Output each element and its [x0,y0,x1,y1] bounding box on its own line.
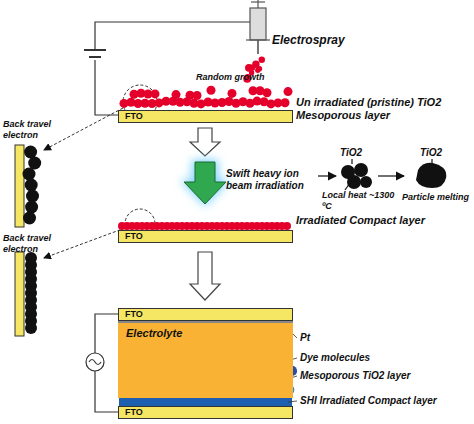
hollow-arrow [190,128,220,300]
spray-droplet [257,66,263,72]
electrolyte-region: Electrolyte [118,323,293,398]
cluster [360,176,372,188]
tio2-particle [193,91,202,100]
tio2-particle [281,98,290,107]
inset-particle [26,190,39,203]
inset-frames [15,252,24,336]
spray-droplet [259,57,265,63]
syringe [257,0,258,8]
process-arrows [318,175,336,176]
label: Mesoporous TiO2 layer [300,370,450,382]
node-text: FTO [125,407,286,418]
label: Random growth [196,72,286,83]
particles [23,57,298,398]
tio2-particle [151,89,160,98]
label: Swift heavy ion beam irradiation [226,168,318,192]
label: Particle melting [402,192,472,203]
tio2-particle [263,88,272,97]
cluster [354,163,368,177]
inset-particle [23,212,36,225]
cluster [341,163,446,189]
ion-beam-arrow [180,160,230,206]
node-text: FTO [125,111,286,122]
cluster [416,163,446,188]
inset-particle [25,201,38,214]
tio2-particle [284,87,293,96]
inset-particle [28,157,41,170]
process-arrows [318,159,432,190]
dashed-callouts [44,228,125,258]
leader-lines [288,401,297,402]
node-text: FTO [125,309,286,320]
wire [84,49,106,51]
label: Back travel electron [3,233,65,255]
label: Dye molecules [300,352,420,364]
syringe [246,0,270,54]
hollow-arrow [190,128,220,156]
label: Back travel electron [3,119,65,141]
process-arrows [378,175,404,176]
ac-source [95,314,118,353]
syringe [250,8,266,40]
ac-source [86,314,118,412]
ac-source [86,353,104,371]
spray-droplet [245,64,253,72]
hollow-arrow [190,252,220,300]
inset-frames [15,145,24,227]
cluster [347,175,361,189]
node-text: Electrolyte [126,327,285,340]
fto-plate: FTO [118,308,293,321]
label: TiO2 [420,147,460,159]
fto-plate: FTO [118,406,293,419]
wire [95,60,118,115]
ac-source [89,360,101,365]
compact-layer-cell [119,398,292,406]
ion-beam-arrow [184,162,226,204]
tio2-particle [207,86,216,95]
label: TiO2 [340,147,380,159]
compact-particle [283,222,291,230]
inset-particle [25,322,37,334]
label: Irradiated Compact layer [296,214,426,227]
wire [95,22,250,50]
fto-plate: FTO [118,230,293,243]
inset-particle [23,168,36,181]
ac-source [95,371,118,412]
syringe [257,40,259,54]
tio2-particle [228,89,237,98]
label: Electrospray [272,33,362,47]
dashed-callouts [44,108,123,150]
process-arrows [351,159,352,164]
syringe [251,1,265,2]
wire [89,56,101,58]
inset-particle [25,179,38,192]
label: Un irradiated (pristine) TiO2 Mesoporous… [296,96,446,122]
label: Pt [300,332,340,344]
tio2-particle [172,90,181,99]
wire [84,22,250,115]
ion-beam-arrow [180,160,230,206]
compact-layer-cell [119,398,292,406]
label: SHI Irradiated Compact layer [300,395,470,407]
node-text: FTO [125,231,286,242]
label: Local heat ~1300 ºC [322,190,396,212]
fto-plate: FTO [118,110,293,123]
